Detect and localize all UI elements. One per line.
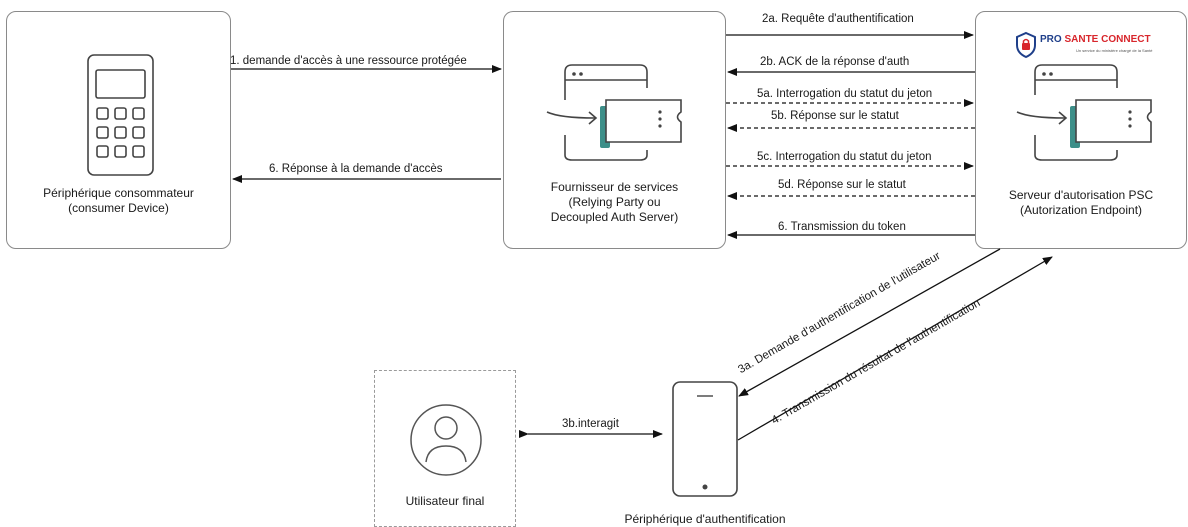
pro-sante-connect-logo: PRO SANTE CONNECT Un service du ministèr… [1014, 31, 1152, 59]
user-avatar-icon [410, 404, 482, 476]
service-provider-label: Fournisseur de services (Relying Party o… [550, 180, 679, 224]
consumer-device-label: Périphérique consommateur (consumer Devi… [43, 186, 194, 215]
mobile-phone-icon [672, 381, 738, 497]
edge-6-token-label: 6. Transmission du token [778, 221, 906, 233]
edge-5b-label: 5b. Réponse sur le statut [771, 110, 899, 122]
edge-5c-label: 5c. Interrogation du statut du jeton [757, 151, 932, 163]
edge-3a-line [738, 248, 1001, 397]
edge-3b-label: 3b.interagit [562, 418, 619, 430]
logo-tagline: Un service du ministère chargé de la San… [1076, 48, 1153, 53]
shield-lock-icon [1016, 31, 1036, 59]
auth-server-label: Serveur d'autorisation PSC (Autorization… [1008, 188, 1154, 217]
edge-2a-label: 2a. Requête d'authentification [762, 13, 914, 25]
phone-keypad-icon [87, 54, 154, 176]
edge-6-response-label: 6. Réponse à la demande d'accès [269, 163, 443, 175]
logo-pro-text: PRO [1040, 34, 1062, 45]
edge-4-line [737, 256, 1053, 441]
auth-device-label: Périphérique d'authentification [624, 512, 786, 526]
edge-5a-label: 5a. Interrogation du statut du jeton [757, 88, 933, 100]
consumer-device-node [6, 11, 231, 249]
logo-sante-connect-text: SANTE CONNECT [1064, 34, 1151, 45]
edge-1-label: 1. demande d'accès à une ressource proté… [230, 55, 467, 67]
edge-5d-label: 5d. Réponse sur le statut [778, 179, 906, 191]
server-token-icon [1016, 64, 1152, 161]
end-user-label: Utilisateur final [405, 494, 485, 508]
edge-2b-label: 2b. ACK de la réponse d'auth [760, 56, 910, 68]
service-token-icon [546, 64, 682, 161]
